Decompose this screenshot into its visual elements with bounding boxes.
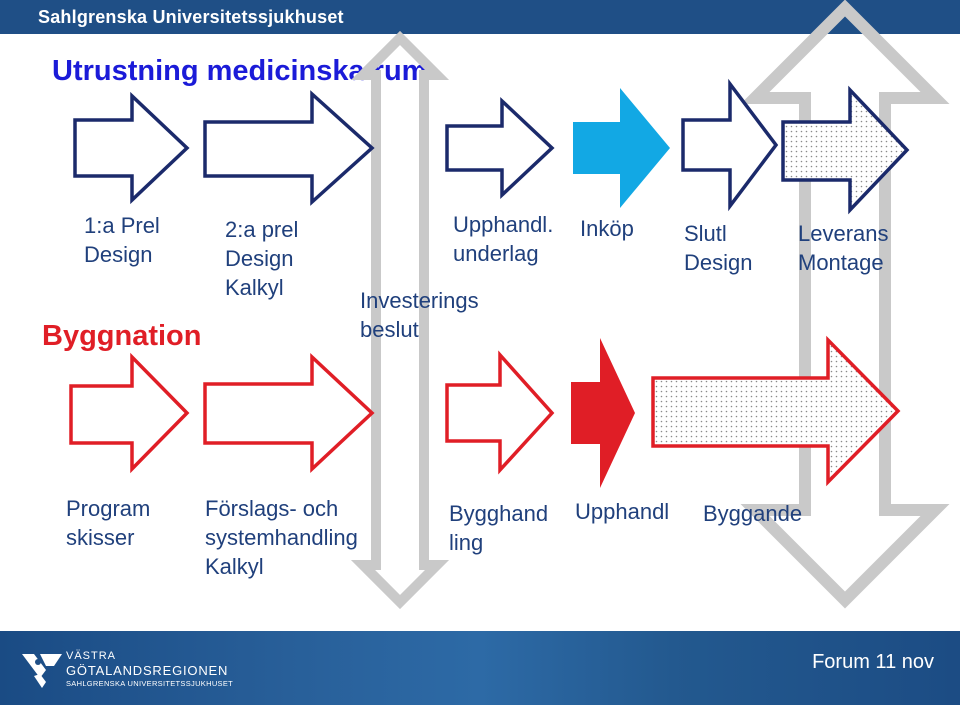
upper-arrow-6-dotted [781,85,910,215]
lower-arrow-2 [203,352,375,474]
label-upphandl: Upphandl [575,499,670,524]
upper-arrow-4-cyan [573,88,670,208]
label-forslag-systemhandling: Förslags- och systemhandling Kalkyl [205,496,358,579]
section-label-byggnation: Byggnation [42,320,202,352]
logo-line-3: SAHLGRENSKA UNIVERSITETSSJUKHUSET [66,679,234,688]
label-prel-design-2: 2:a prel Design Kalkyl [225,217,299,300]
event-label: Forum 11 nov [812,651,934,673]
region-logo-icon [22,654,62,688]
header-bar: Sahlgrenska Universitetssjukhuset [0,0,960,34]
upper-arrow-3 [445,96,555,200]
logo-line-1: VÄSTRA [66,650,117,662]
gray-large-double-arrow [740,0,950,609]
label-leverans-montage: Leverans Montage [798,221,889,275]
lower-arrow-3 [445,350,555,475]
logo-line-2: GÖTALANDSREGIONEN [66,663,229,678]
label-slutl-design: Slutl Design [684,221,753,275]
upper-arrow-1 [73,91,190,205]
region-logo: VÄSTRA GÖTALANDSREGIONEN SAHLGRENSKA UNI… [20,648,233,695]
label-program-skisser: Program skisser [66,496,151,550]
label-bygghandling: Bygghand ling [449,501,549,555]
label-inkop: Inköp [580,216,634,241]
lower-arrow-4-solid [571,338,635,488]
footer-bar: VÄSTRA GÖTALANDSREGIONEN SAHLGRENSKA UNI… [0,631,960,705]
lower-arrow-1 [69,352,190,474]
label-investerings-beslut: Investerings beslut [360,288,479,342]
label-byggande: Byggande [703,501,803,526]
upper-arrow-2 [203,90,375,206]
upper-arrow-5 [681,78,779,212]
label-upphandl-underlag: Upphandl. underlag [453,212,554,266]
gray-tall-double-arrow [350,30,450,610]
label-prel-design: 1:a Prel Design [84,213,160,267]
lower-arrow-5-dotted [651,335,901,487]
header-brand: Sahlgrenska Universitetssjukhuset [38,7,344,27]
